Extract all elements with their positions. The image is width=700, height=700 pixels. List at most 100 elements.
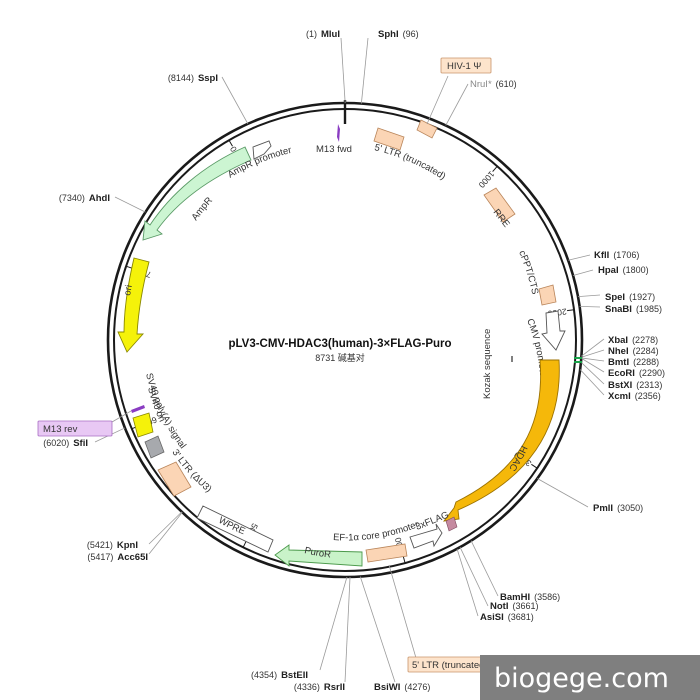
site-leader-line <box>579 305 601 308</box>
site-xbai[interactable]: XbaI (2278) <box>581 330 658 357</box>
site-label: (8144) SspI <box>168 68 218 85</box>
site-leader-line <box>579 369 605 396</box>
feature-hiv1-psi[interactable]: HIV-1 Ψ <box>416 57 492 139</box>
site-pmli[interactable]: PmlI (3050) <box>537 478 643 515</box>
site-label: BsiWI (4276) <box>374 677 430 694</box>
feature-5ltr-truncated[interactable]: 5' LTR (truncated) <box>373 127 448 182</box>
site-kpni[interactable]: (5421) KpnI <box>87 511 183 552</box>
site-leader-line <box>114 196 146 213</box>
site-snabi[interactable]: SnaBI (1985) <box>579 299 662 316</box>
site-ahdi[interactable]: (7340) AhdI <box>59 188 146 213</box>
tick-mark <box>228 139 233 147</box>
5ltr-truncated-b-label: 5' LTR (truncated) <box>412 660 488 671</box>
feature-5ltr-truncated-second[interactable] <box>365 543 408 563</box>
site-leader-line <box>456 548 479 617</box>
site-leader-line <box>581 349 605 358</box>
m13-fwd-label: M13 fwd <box>316 144 352 155</box>
site-bsiwi[interactable]: BsiWI (4276) <box>359 576 430 694</box>
tick-1000: 1000 <box>476 165 498 190</box>
site-label: XcmI (2356) <box>608 386 661 403</box>
site-nrui[interactable]: NruI* (610) <box>445 74 517 126</box>
site-label: (5421) KpnI <box>87 535 138 552</box>
site-leader-line <box>581 338 605 357</box>
feature-puror[interactable]: PuroR <box>274 544 363 567</box>
puror-label: PuroR <box>303 545 331 560</box>
site-label: HpaI (1800) <box>598 260 649 277</box>
site-asisi[interactable]: AsiSI (3681) <box>456 548 534 624</box>
site-leader-line <box>319 576 348 671</box>
feature-sv40-promoter-box[interactable] <box>132 412 154 438</box>
site-bsteii[interactable]: (4354) BstEII <box>251 576 348 682</box>
tick-mark <box>242 540 247 548</box>
site-label: NheI (2284) <box>608 341 659 358</box>
site-label: KflI (1706) <box>594 245 639 262</box>
site-leader-line <box>148 511 183 545</box>
feature-cppt-cts[interactable]: cPPT/CTS <box>516 249 557 306</box>
site-acc65i[interactable]: (5417) Acc65I <box>87 512 183 564</box>
watermark-box <box>480 655 700 700</box>
site-noti[interactable]: NotI (3661) <box>459 547 538 613</box>
feature-rre[interactable]: RRE <box>483 187 516 230</box>
site-spei[interactable]: SpeI (1927) <box>577 287 655 304</box>
site-leader-line <box>221 76 249 125</box>
site-label: BmtI (2288) <box>608 352 659 369</box>
site-label: AsiSI (3681) <box>480 607 534 624</box>
hiv1-psi-label: HIV-1 Ψ <box>447 61 481 72</box>
site-label: SpeI (1927) <box>605 287 655 304</box>
site-label: XbaI (2278) <box>608 330 658 347</box>
site-hpai[interactable]: HpaI (1800) <box>572 260 649 277</box>
site-bstxi[interactable]: BstXI (2313) <box>580 361 662 392</box>
site-sphi[interactable]: SphI (96) <box>360 24 419 104</box>
site-label: EcoRI (2290) <box>608 363 665 380</box>
feature-wpre[interactable]: WPRE <box>196 505 274 553</box>
site-leader-line <box>580 361 605 385</box>
site-leader-line <box>459 547 489 607</box>
site-kfli[interactable]: KflI (1706) <box>568 245 639 262</box>
site-label: SnaBI (1985) <box>605 299 662 316</box>
tick-mark <box>567 309 575 312</box>
mcs-marks <box>574 357 582 363</box>
site-bmti[interactable]: BmtI (2288) <box>581 352 659 369</box>
site-nhei[interactable]: NheI (2284) <box>581 341 659 358</box>
site-label: (7340) AhdI <box>59 188 110 205</box>
site-label: NruI* (610) <box>470 74 517 91</box>
site-leader-line <box>148 512 183 555</box>
site-bamhi[interactable]: BamHI (3586) <box>470 540 560 604</box>
feature-ori[interactable]: ori <box>117 257 150 353</box>
site-label: NotI (3661) <box>490 596 538 613</box>
plasmid-title: pLV3-CMV-HDAC3(human)-3×FLAG-Puro <box>228 338 451 350</box>
site-leader-line <box>344 576 351 683</box>
ampr-label: AmpR <box>190 195 215 223</box>
site-label: (5417) Acc65I <box>87 547 148 564</box>
site-label: (4354) BstEII <box>251 665 308 682</box>
site-sspi[interactable]: (8144) SspI <box>168 68 249 125</box>
site-leader-line <box>359 576 396 683</box>
site-leader-line <box>568 254 591 261</box>
feature-hdac3[interactable] <box>442 359 560 522</box>
feature-m13-rev[interactable]: M13 rev <box>37 405 145 437</box>
site-leader-line <box>572 269 594 276</box>
site-rsrii[interactable]: (4336) RsrII <box>294 576 351 694</box>
feature-kozak-sequence[interactable]: Kozak sequence <box>482 329 513 399</box>
plasmid-size: 8731 碱基对 <box>315 352 365 363</box>
site-label: BstXI (2313) <box>608 375 662 392</box>
site-xcmi[interactable]: XcmI (2356) <box>579 369 661 403</box>
tick-mark <box>531 463 538 469</box>
feature-3ltr-du3[interactable]: 3' LTR (ΔU3) <box>157 447 214 497</box>
site-leader-line <box>470 540 499 597</box>
feature-m13-fwd[interactable]: M13 fwd <box>316 124 352 155</box>
site-label: (4336) RsrII <box>294 677 345 694</box>
site-ecori[interactable]: EcoRI (2290) <box>581 357 665 380</box>
tick-label: 1000 <box>476 169 496 190</box>
site-mlui[interactable]: (1) MluI <box>306 24 346 104</box>
site-label: PmlI (3050) <box>593 498 643 515</box>
site-label: (6020) SfiI <box>43 433 88 450</box>
site-leader-line <box>537 478 589 508</box>
ef1a-label: EF-1α core promoter <box>333 519 421 543</box>
kozak-label: Kozak sequence <box>482 329 493 399</box>
m13-rev-label: M13 rev <box>43 424 78 435</box>
5ltr-truncated-label: 5' LTR (truncated) <box>373 142 447 182</box>
